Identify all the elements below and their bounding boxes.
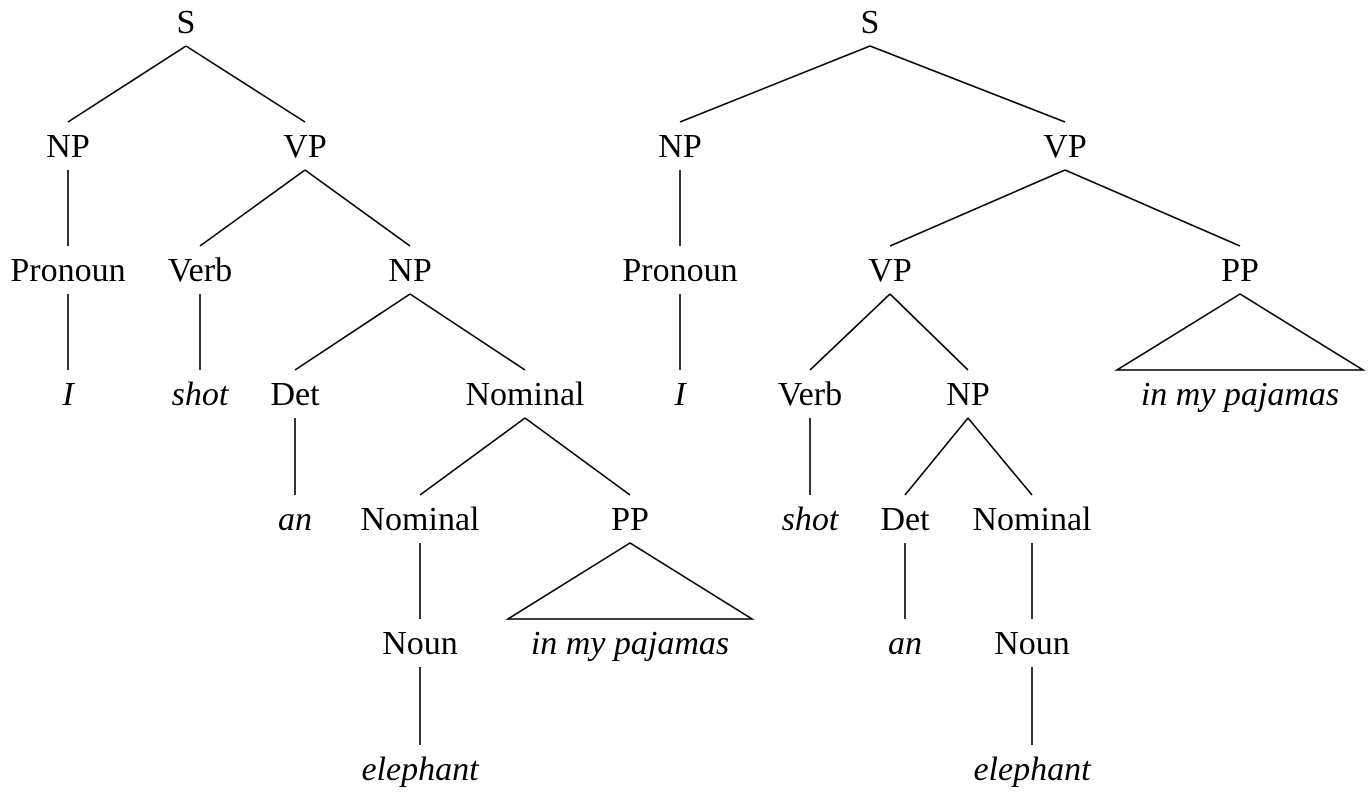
right-tree-node-noun: Noun: [994, 625, 1070, 662]
left-tree-edge-vp1-to-verb: [199, 169, 306, 247]
left-tree-edge-s-to-np1: [67, 45, 187, 123]
left-tree-node-np: NP: [46, 128, 89, 165]
left-tree-edge-nom1-to-pp: [524, 417, 631, 496]
left-tree-word-an: an: [278, 501, 312, 538]
right-tree-pp-triangle: [1114, 293, 1366, 371]
left-tree-node-nominal: Nominal: [361, 501, 480, 538]
left-tree-edge-nom1-to-nom2: [419, 417, 526, 496]
right-tree-edge-vp1-to-pp: [1064, 169, 1241, 247]
right-tree-node-vp: VP: [1043, 128, 1086, 165]
right-tree-word-shot: shot: [782, 501, 840, 538]
right-tree-node-np: NP: [658, 128, 701, 165]
left-tree-node-nominal: Nominal: [466, 376, 585, 413]
right-tree-edge-vp2-to-np2: [889, 293, 969, 371]
left-tree-edge-np2-to-nom1: [409, 293, 526, 371]
left-tree-node-np: NP: [388, 252, 431, 289]
left-tree-word-shot: shot: [172, 376, 230, 413]
left-tree-node-verb: Verb: [168, 252, 232, 289]
left-tree-node-vp: VP: [283, 128, 326, 165]
tree-edges: [67, 45, 1366, 745]
right-tree-word-in-my-pajamas: in my pajamas: [1141, 376, 1339, 413]
right-tree-node-np: NP: [946, 376, 989, 413]
left-tree-node-det: Det: [270, 376, 320, 413]
right-tree-node-pp: PP: [1221, 252, 1259, 289]
left-tree-edge-np2-to-det: [294, 293, 411, 371]
left-tree-pp-triangle: [505, 542, 755, 620]
right-tree-word-elephant: elephant: [973, 751, 1092, 788]
right-tree-edge-np2-to-det: [904, 417, 969, 496]
right-tree-node-nominal: Nominal: [973, 501, 1092, 538]
right-tree-edge-s-to-vp1: [869, 45, 1066, 123]
right-tree-edge-vp1-to-vp2: [889, 169, 1066, 247]
right-tree-edge-np2-to-nom: [967, 417, 1033, 496]
left-tree-word-in-my-pajamas: in my pajamas: [531, 625, 729, 662]
right-tree-word-an: an: [888, 625, 922, 662]
left-tree-node-pp: PP: [611, 501, 649, 538]
left-tree-node-s: S: [177, 4, 196, 41]
left-tree-edge-vp1-to-np2: [304, 169, 411, 247]
right-tree-node-vp: VP: [868, 252, 911, 289]
right-tree-node-det: Det: [880, 501, 930, 538]
left-tree-word-i: I: [61, 376, 75, 413]
right-tree-node-verb: Verb: [778, 376, 842, 413]
right-tree-node-s: S: [861, 4, 880, 41]
right-tree-edge-s-to-np1: [679, 45, 871, 123]
left-tree-edge-s-to-vp1: [185, 45, 306, 123]
right-tree-node-pronoun: Pronoun: [622, 252, 737, 289]
left-tree-node-noun: Noun: [382, 625, 458, 662]
right-tree-word-i: I: [673, 376, 687, 413]
left-tree-word-elephant: elephant: [361, 751, 480, 788]
left-tree-node-pronoun: Pronoun: [10, 252, 125, 289]
right-tree-edge-vp2-to-verb: [809, 293, 891, 371]
